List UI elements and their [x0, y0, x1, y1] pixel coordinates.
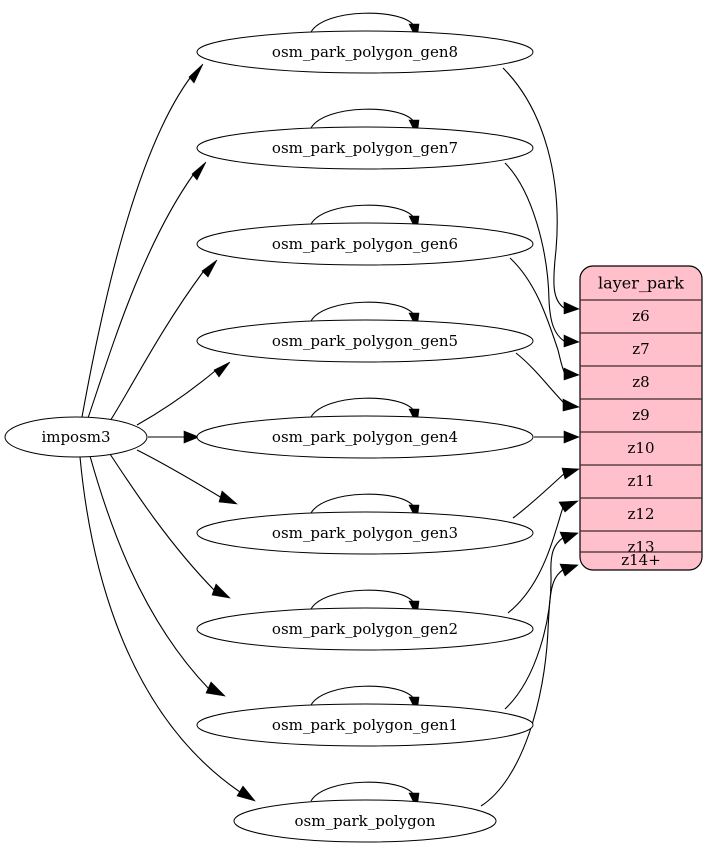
- arrow-imposm3-to-gen2: [211, 583, 231, 599]
- node-gen7[interactable]: osm_park_polygon_gen7: [196, 126, 534, 170]
- arrow-imposm3-to-gen4: [183, 430, 200, 444]
- self-loop-gen8: [310, 12, 415, 33]
- arrow-gen7-to-z7: [563, 334, 580, 348]
- edge-imposm3-to-gen8: [81, 77, 191, 418]
- layer-park-row-z8[interactable]: z8: [632, 373, 649, 391]
- node-gen8-shape[interactable]: [196, 30, 534, 74]
- arrow-imposm3-to-gen8: [188, 63, 204, 84]
- node-gen5-label: osm_park_polygon_gen5: [272, 332, 458, 350]
- self-loop-gen5: [310, 301, 415, 322]
- edges-to-layer-park: [480, 67, 580, 807]
- edge-imposm3-to-gen2: [109, 453, 216, 592]
- edge-imposm3-to-base: [79, 456, 241, 793]
- self-loop-gen3: [310, 493, 415, 514]
- node-gen4-shape[interactable]: [196, 415, 534, 459]
- edge-gen2-to-z12: [507, 504, 565, 614]
- arrow-imposm3-to-base: [236, 785, 256, 802]
- node-base-label: osm_park_polygon: [295, 812, 436, 830]
- node-gen1-label: osm_park_polygon_gen1: [272, 716, 458, 734]
- node-gen8-label: osm_park_polygon_gen8: [272, 43, 458, 61]
- node-gen3-shape[interactable]: [196, 511, 534, 555]
- node-gen7-shape[interactable]: [196, 126, 534, 170]
- self-loop-gen1: [310, 685, 415, 706]
- edge-base-to-z14plus: [480, 568, 565, 807]
- edge-gen8-to-z6: [502, 67, 565, 309]
- arrow-imposm3-to-gen7: [191, 161, 207, 181]
- node-gen4[interactable]: osm_park_polygon_gen4: [196, 415, 534, 459]
- node-base[interactable]: osm_park_polygon: [233, 799, 497, 843]
- edge-imposm3-to-gen3: [136, 449, 223, 499]
- layer-park-row-z9[interactable]: z9: [632, 406, 649, 424]
- layer-park-row-z11[interactable]: z11: [628, 472, 655, 490]
- self-loop-gen6: [310, 204, 415, 225]
- arrow-gen8-to-z6: [563, 301, 580, 315]
- arrow-gen3-to-z11: [561, 467, 580, 480]
- edge-imposm3-to-gen6: [109, 271, 204, 422]
- arrow-gen1-to-z13: [559, 531, 579, 545]
- node-imposm3[interactable]: imposm3: [4, 416, 148, 458]
- node-imposm3-label: imposm3: [41, 428, 110, 446]
- node-gen5-shape[interactable]: [196, 319, 534, 363]
- node-gen4-label: osm_park_polygon_gen4: [272, 428, 458, 446]
- edge-gen1-to-z13: [504, 536, 565, 710]
- self-loop-base: [310, 781, 415, 802]
- arrow-imposm3-to-gen1: [205, 681, 226, 697]
- arrow-imposm3-to-gen3: [218, 490, 238, 505]
- self-loop-gen7: [310, 108, 415, 129]
- node-base-shape[interactable]: [233, 799, 497, 843]
- node-gen3[interactable]: osm_park_polygon_gen3: [196, 511, 534, 555]
- node-gen7-label: osm_park_polygon_gen7: [272, 139, 458, 157]
- arrow-imposm3-to-gen5: [213, 361, 231, 378]
- layer-park-row-z10[interactable]: z10: [628, 439, 655, 457]
- layer-park-row-z6[interactable]: z6: [632, 307, 649, 325]
- edge-gen5-to-z9: [515, 352, 566, 405]
- layer-park-row-z7[interactable]: z7: [632, 340, 649, 358]
- edge-gen3-to-z11: [512, 472, 566, 519]
- node-gen3-label: osm_park_polygon_gen3: [272, 524, 458, 542]
- layer-park-table-body: [579, 265, 703, 571]
- node-gen6-shape[interactable]: [196, 222, 534, 266]
- node-gen2-shape[interactable]: [196, 607, 534, 651]
- self-loop-gen4: [310, 397, 415, 418]
- node-gen1[interactable]: osm_park_polygon_gen1: [196, 703, 534, 747]
- layer-park-row-z12[interactable]: z12: [628, 505, 655, 523]
- node-gen6-label: osm_park_polygon_gen6: [272, 235, 458, 253]
- layer-park-table[interactable]: layer_park z6 z7 z8 z9 z10 z11 z12 z13 z…: [579, 265, 703, 571]
- layer-park-header-label: layer_park: [598, 274, 684, 293]
- node-gen5[interactable]: osm_park_polygon_gen5: [196, 319, 534, 363]
- arrow-imposm3-to-gen6: [201, 259, 218, 278]
- node-gen1-shape[interactable]: [196, 703, 534, 747]
- layer-park-row-z14plus[interactable]: z14+: [621, 551, 661, 569]
- edge-imposm3-to-gen1: [89, 455, 210, 690]
- edges-from-imposm3: [79, 63, 256, 802]
- edge-imposm3-to-gen5: [136, 370, 216, 426]
- edge-gen6-to-z8: [509, 257, 566, 375]
- arrow-gen5-to-z9: [562, 398, 580, 412]
- self-loop-gen2: [310, 589, 415, 610]
- arrow-gen4-to-z10: [563, 430, 580, 444]
- edge-imposm3-to-gen7: [87, 174, 194, 419]
- node-gen2[interactable]: osm_park_polygon_gen2: [196, 607, 534, 651]
- node-gen6[interactable]: osm_park_polygon_gen6: [196, 222, 534, 266]
- node-imposm3-shape[interactable]: [4, 416, 148, 458]
- arrow-base-to-z14plus: [559, 563, 579, 577]
- node-gen2-label: osm_park_polygon_gen2: [272, 620, 458, 638]
- arrow-gen2-to-z12: [558, 500, 579, 513]
- node-gen8[interactable]: osm_park_polygon_gen8: [196, 30, 534, 74]
- edge-gen7-to-z7: [504, 162, 565, 342]
- arrow-gen6-to-z8: [563, 367, 580, 381]
